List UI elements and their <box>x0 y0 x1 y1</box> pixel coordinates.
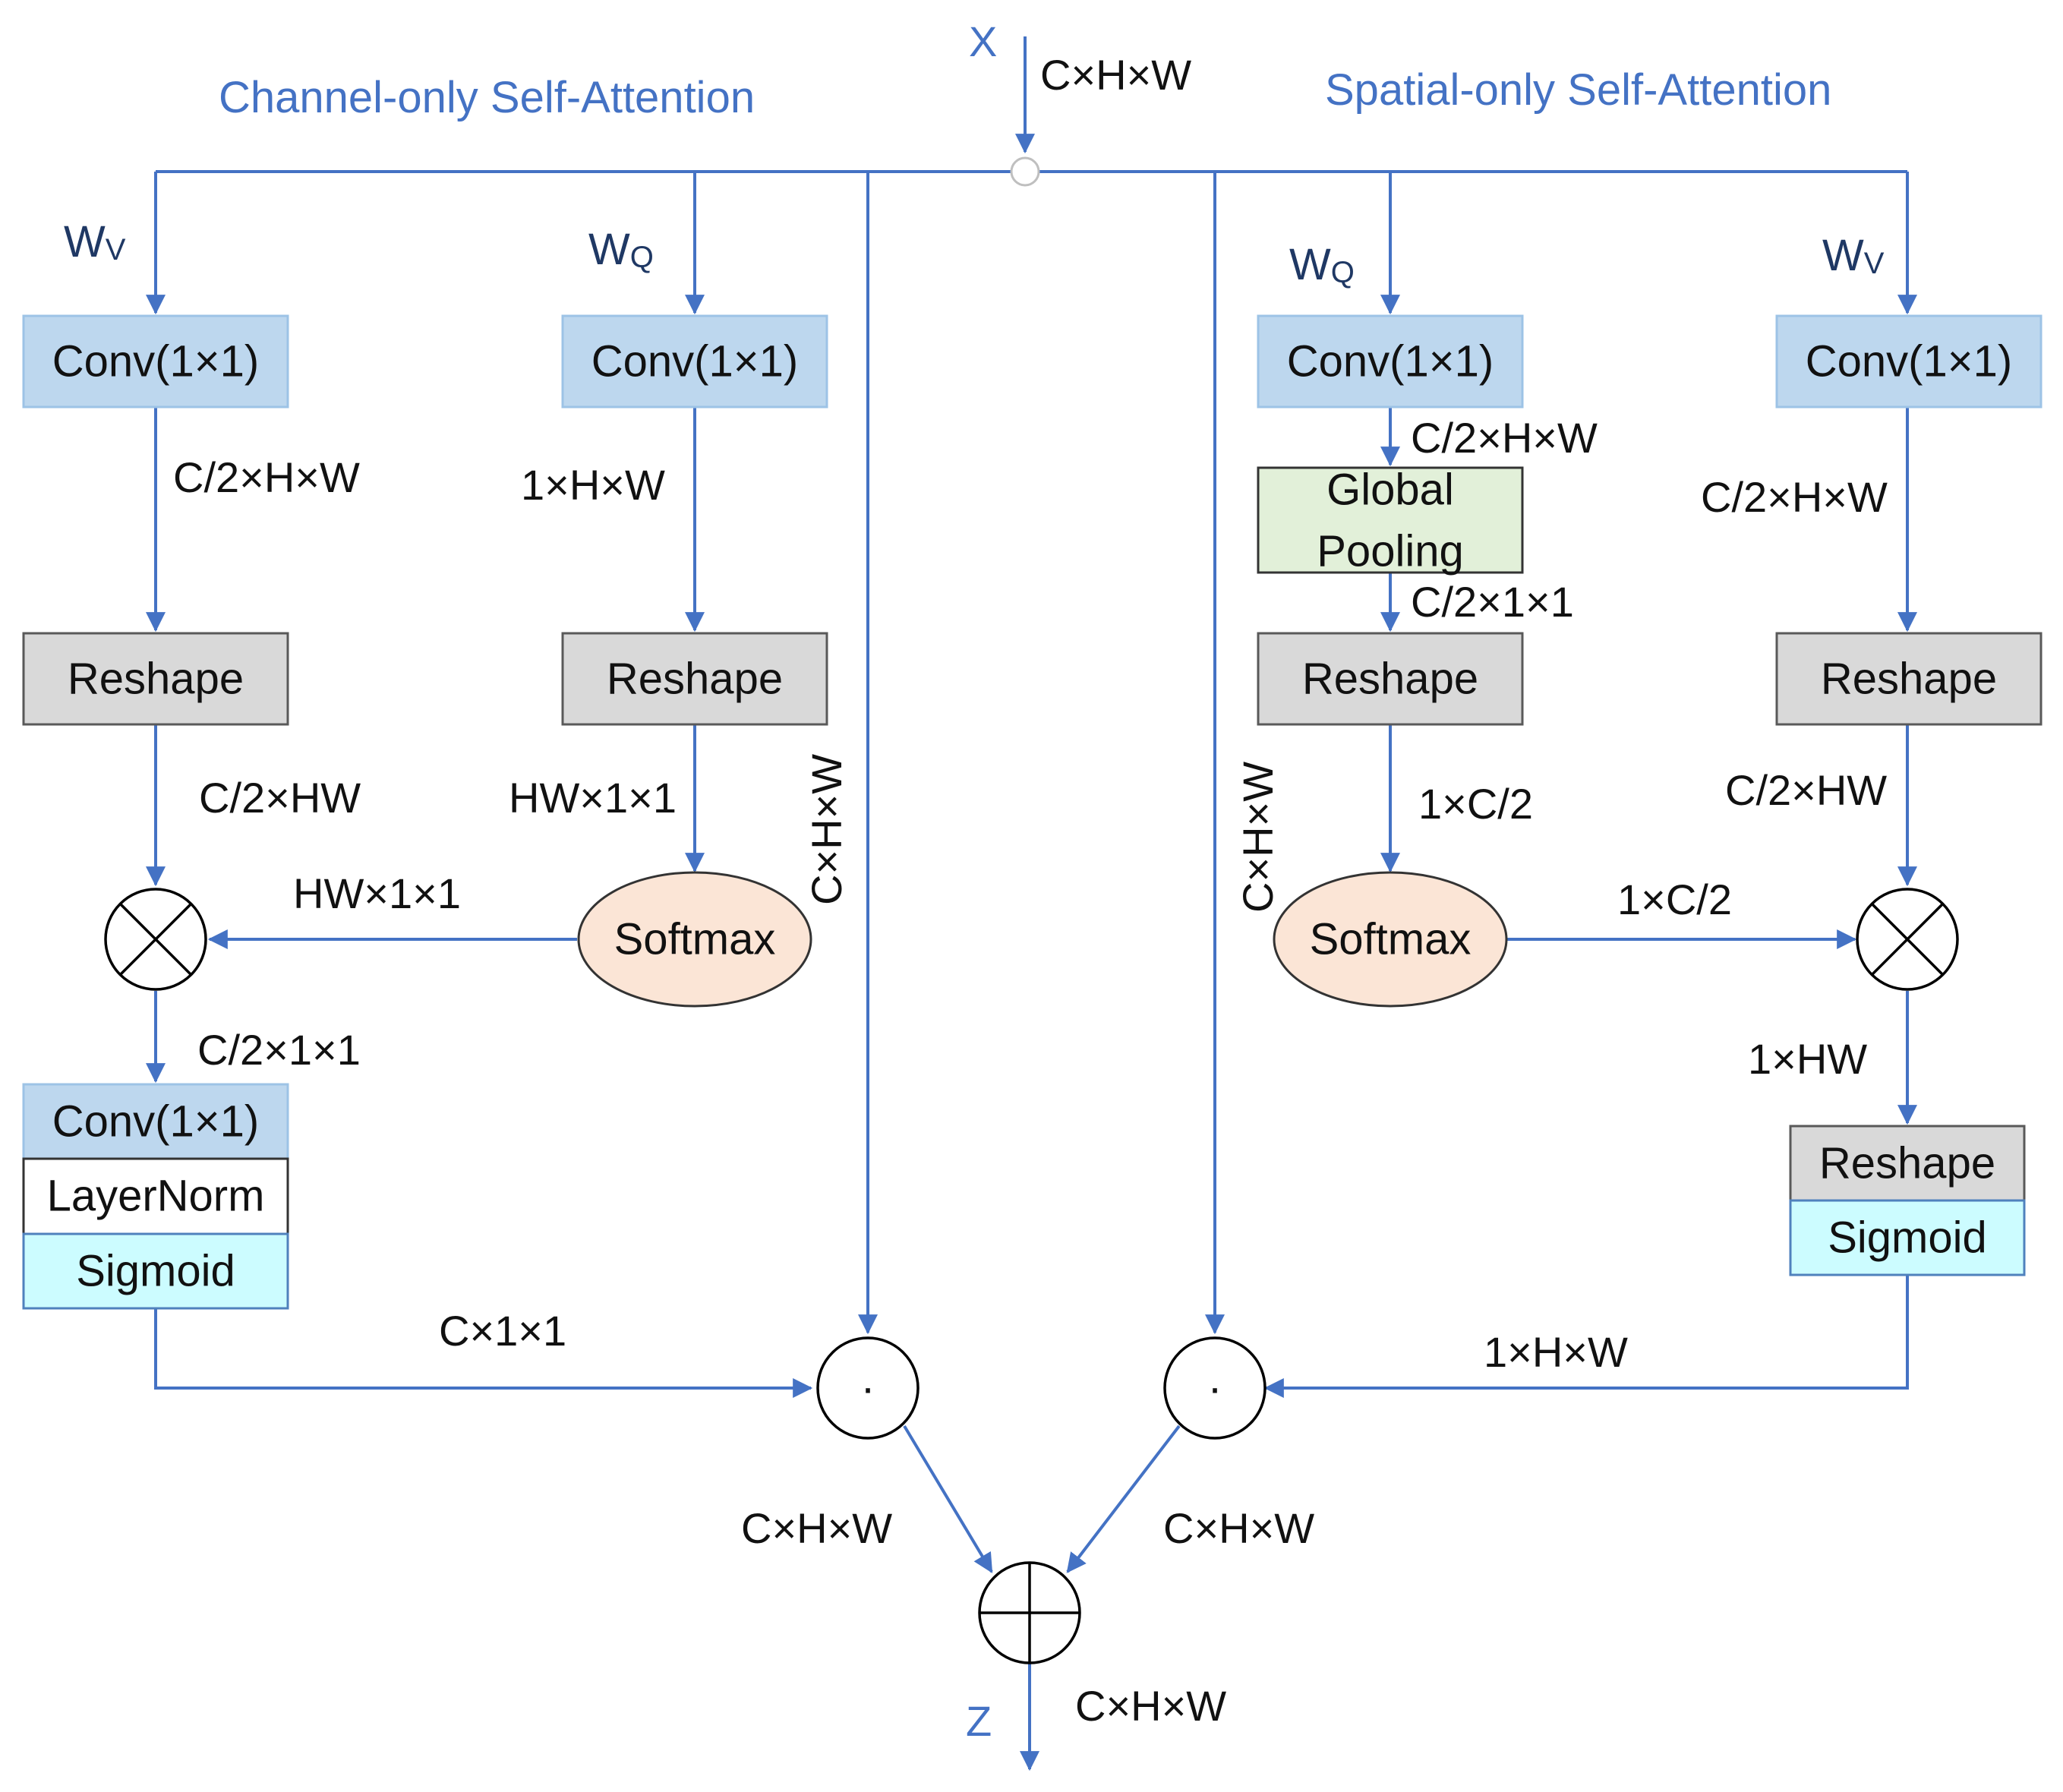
left-gate-conv-label: Conv(1×1) <box>52 1097 259 1147</box>
dim-left-skip: C×H×W <box>803 754 850 905</box>
dim-output: C×H×W <box>1075 1682 1226 1730</box>
right-global-pooling: Global Pooling <box>1257 465 1524 576</box>
dim-right-softmax-out: 1×C/2 <box>1617 875 1732 923</box>
left-softmax: Softmax <box>577 871 812 1008</box>
left-v-reshape-label: Reshape <box>68 655 244 704</box>
right-dot-label: · <box>1207 1364 1222 1413</box>
right-gate-sigmoid-label: Sigmoid <box>1828 1213 1987 1263</box>
right-q-conv: Conv(1×1) <box>1257 314 1524 409</box>
left-v-conv-label: Conv(1×1) <box>52 337 259 386</box>
left-gate-stack: Conv(1×1) LayerNorm Sigmoid <box>22 1083 289 1310</box>
left-v-reshape: Reshape <box>22 632 289 726</box>
edges <box>146 36 1917 1771</box>
left-q-reshape-label: Reshape <box>607 655 783 704</box>
right-q-conv-label: Conv(1×1) <box>1287 337 1494 386</box>
left-dot-label: · <box>860 1364 875 1413</box>
weight-left-q: WQ <box>588 225 654 274</box>
dim-right-v-conv-out: C/2×H×W <box>1701 473 1888 521</box>
spatial-title: Spatial-only Self-Attention <box>1325 65 1831 115</box>
dim-right-branch-out: C×H×W <box>1163 1504 1314 1552</box>
weight-right-q: WQ <box>1289 240 1355 289</box>
dim-left-v-reshape-out: C/2×HW <box>199 774 361 822</box>
right-v-reshape-label: Reshape <box>1821 655 1997 704</box>
edge-right-gate-to-dot <box>1263 1275 1909 1398</box>
input-variable: X <box>969 17 997 65</box>
right-v-conv: Conv(1×1) <box>1775 314 2042 409</box>
edge-right-dot-to-sum <box>1066 1424 1181 1573</box>
left-q-conv-label: Conv(1×1) <box>591 337 798 386</box>
right-gate-stack: Reshape Sigmoid <box>1789 1125 2026 1276</box>
dim-left-q-conv-out: 1×H×W <box>521 461 665 509</box>
dimension-labels: C×H×W C/2×H×W 1×H×W C/2×HW HW×1×1 HW×1×1… <box>173 51 1888 1730</box>
right-softmax-label: Softmax <box>1310 915 1472 964</box>
right-pooling-label-line1: Global <box>1326 465 1454 515</box>
edge-left-dot-to-sum <box>903 1424 993 1573</box>
dim-input: C×H×W <box>1040 51 1191 99</box>
right-v-conv-label: Conv(1×1) <box>1806 337 2012 386</box>
dim-right-q-reshape-out: 1×C/2 <box>1418 780 1533 828</box>
left-q-reshape: Reshape <box>561 632 828 726</box>
left-dot-operator: · <box>816 1336 920 1440</box>
dim-right-mult-out: 1×HW <box>1748 1035 1867 1083</box>
dim-left-v-conv-out: C/2×H×W <box>173 453 360 501</box>
left-softmax-label: Softmax <box>614 915 776 964</box>
left-gate-layernorm-label: LayerNorm <box>47 1172 265 1221</box>
left-q-conv: Conv(1×1) <box>561 314 828 409</box>
output-variable: Z <box>966 1697 992 1745</box>
weight-right-v: WV <box>1822 231 1885 280</box>
right-q-reshape: Reshape <box>1257 632 1524 726</box>
dim-left-gate-out: C×1×1 <box>439 1307 566 1355</box>
left-gate-sigmoid-label: Sigmoid <box>76 1247 235 1296</box>
left-v-conv: Conv(1×1) <box>22 314 289 409</box>
right-v-reshape: Reshape <box>1775 632 2042 726</box>
right-q-reshape-label: Reshape <box>1302 655 1478 704</box>
dim-right-v-reshape-out: C/2×HW <box>1725 766 1887 814</box>
dim-left-q-reshape-out: HW×1×1 <box>509 774 677 822</box>
right-softmax: Softmax <box>1273 871 1508 1008</box>
dim-left-softmax-out: HW×1×1 <box>293 869 461 917</box>
right-multiply-operator <box>1856 888 1959 991</box>
edge-left-gate-to-dot <box>154 1308 813 1398</box>
weight-left-v: WV <box>64 217 126 267</box>
right-dot-operator: · <box>1163 1336 1267 1440</box>
channel-title: Channel-only Self-Attention <box>219 73 755 122</box>
left-multiply-operator <box>104 888 207 991</box>
right-pooling-label-line2: Pooling <box>1317 527 1463 576</box>
right-gate-reshape-label: Reshape <box>1819 1139 1995 1188</box>
split-node <box>1010 156 1040 187</box>
dim-left-mult-out: C/2×1×1 <box>197 1026 361 1074</box>
dim-right-gate-out: 1×H×W <box>1484 1328 1628 1376</box>
dim-right-q-conv-out: C/2×H×W <box>1411 414 1598 462</box>
dim-right-skip: C×H×W <box>1234 762 1282 913</box>
dim-left-branch-out: C×H×W <box>741 1504 892 1552</box>
sum-operator <box>978 1561 1081 1664</box>
dim-right-pool-out: C/2×1×1 <box>1411 578 1574 626</box>
